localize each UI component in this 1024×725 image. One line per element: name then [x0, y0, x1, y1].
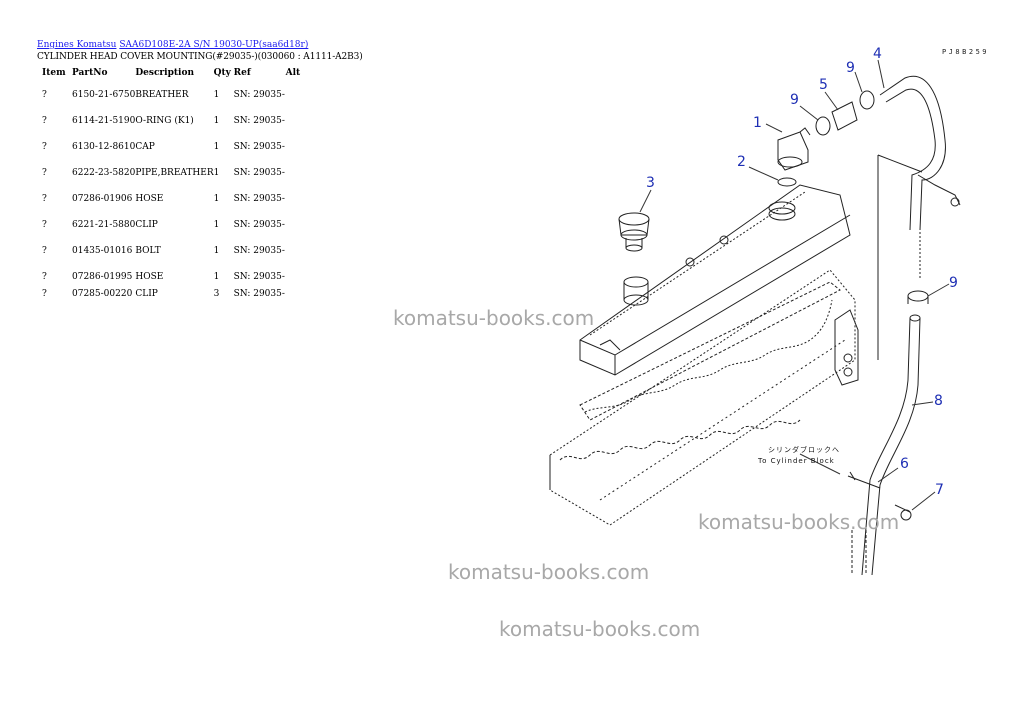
cell-description: CAP — [135, 142, 155, 152]
callout-5: 5 — [819, 77, 828, 93]
col-header-ref: Ref — [233, 68, 251, 78]
table-header-row: Item PartNo Description Qty Ref Alt — [37, 64, 316, 82]
cell-ref: SN: 29035- — [233, 289, 285, 299]
callout-9-upper-left: 9 — [790, 92, 799, 108]
cell-partno: 6150-21-6750 — [72, 90, 136, 100]
cell-ref: SN: 29035- — [233, 194, 285, 204]
callout-9-lower: 9 — [949, 275, 958, 291]
cell-item: ? — [42, 142, 47, 152]
cell-qty: 1 — [213, 90, 220, 100]
callout-4: 4 — [873, 46, 882, 62]
cell-partno: 07285-00220 — [72, 289, 133, 299]
col-header-qty: Qty — [213, 68, 231, 78]
col-header-description: Description — [135, 68, 194, 78]
cell-qty: 1 — [213, 246, 220, 256]
cell-qty: 1 — [213, 220, 220, 230]
cell-ref: SN: 29035- — [233, 90, 285, 100]
table-row: ? 07286-01906 HOSE 1 SN: 29035- — [37, 186, 316, 212]
callout-6: 6 — [900, 456, 909, 472]
watermark: komatsu-books.com — [499, 617, 701, 641]
cell-qty: 1 — [213, 272, 220, 282]
cell-description: CLIP — [135, 220, 158, 230]
cell-qty: 3 — [213, 289, 220, 299]
cell-description: HOSE — [135, 272, 164, 282]
cell-item: ? — [42, 116, 47, 126]
callout-9-upper-right: 9 — [846, 60, 855, 76]
cell-partno: 6222-23-5820 — [72, 168, 136, 178]
cylinder-head-shape — [549, 269, 856, 526]
cell-item: ? — [42, 220, 47, 230]
note-en: To Cylinder Block — [757, 457, 835, 465]
cell-item: ? — [42, 168, 47, 178]
cell-item: ? — [42, 246, 47, 256]
callout-1: 1 — [753, 115, 762, 131]
callout-7: 7 — [935, 482, 944, 498]
table-row: ? 01435-01016 BOLT 1 SN: 29035- — [37, 238, 316, 264]
cell-description: PIPE,BREATHER — [135, 168, 214, 178]
cell-qty: 1 — [213, 194, 220, 204]
callout-2: 2 — [737, 154, 746, 170]
table-row: ? 6221-21-5880 CLIP 1 SN: 29035- — [37, 212, 316, 238]
breadcrumb-link-model[interactable]: SAA6D108E-2A S/N 19030-UP(saa6d18r) — [119, 40, 309, 50]
cell-partno: 07286-01995 — [72, 272, 133, 282]
cell-partno: 6130-12-8610 — [72, 142, 136, 152]
col-header-item: Item — [42, 68, 66, 78]
note-jp: シリンダブロックへ — [768, 445, 840, 454]
cell-partno: 07286-01906 — [72, 194, 133, 204]
diagram-code: PJ8B259 — [942, 48, 990, 56]
parts-table: Item PartNo Description Qty Ref Alt ? 61… — [37, 64, 316, 307]
watermark: komatsu-books.com — [698, 510, 900, 534]
cell-item: ? — [42, 289, 47, 299]
cell-ref: SN: 29035- — [233, 246, 285, 256]
watermark: komatsu-books.com — [393, 306, 595, 330]
cell-qty: 1 — [213, 142, 220, 152]
cap-shape — [618, 212, 650, 252]
filler-neck-shape — [623, 276, 649, 306]
cell-description: HOSE — [135, 194, 164, 204]
cell-ref: SN: 29035- — [233, 142, 285, 152]
table-row: ? 07286-01995 HOSE 1 SN: 29035- — [37, 264, 316, 285]
cell-item: ? — [42, 272, 47, 282]
cell-ref: SN: 29035- — [233, 116, 285, 126]
breadcrumb: Engines Komatsu SAA6D108E-2A S/N 19030-U… — [37, 40, 308, 50]
cell-qty: 1 — [213, 168, 220, 178]
page-title: CYLINDER HEAD COVER MOUNTING(#29035-)(03… — [37, 52, 363, 62]
table-row: ? 6150-21-6750 BREATHER 1 SN: 29035- — [37, 82, 316, 108]
cell-partno: 6221-21-5880 — [72, 220, 136, 230]
watermark: komatsu-books.com — [448, 560, 650, 584]
callout-3: 3 — [646, 175, 655, 191]
cell-description: BREATHER — [135, 90, 189, 100]
cell-partno: 01435-01016 — [72, 246, 133, 256]
table-row: ? 6114-21-5190 O-RING (K1) 1 SN: 29035- — [37, 108, 316, 134]
callout-8: 8 — [934, 393, 943, 409]
cell-ref: SN: 29035- — [233, 272, 285, 282]
breadcrumb-link-engines[interactable]: Engines Komatsu — [37, 40, 117, 50]
cell-ref: SN: 29035- — [233, 168, 285, 178]
col-header-alt: Alt — [285, 68, 301, 78]
cell-description: O-RING (K1) — [135, 116, 194, 126]
col-header-partno: PartNo — [72, 68, 108, 78]
cell-ref: SN: 29035- — [233, 220, 285, 230]
gasket-shape — [579, 281, 841, 421]
cell-partno: 6114-21-5190 — [72, 116, 136, 126]
head-cover-shape — [579, 184, 851, 376]
cell-item: ? — [42, 194, 47, 204]
breather-shape — [777, 127, 811, 171]
cell-qty: 1 — [213, 116, 220, 126]
table-row: ? 07285-00220 CLIP 3 SN: 29035- — [37, 285, 316, 307]
cell-item: ? — [42, 90, 47, 100]
cell-description: BOLT — [135, 246, 161, 256]
cell-description: CLIP — [135, 289, 158, 299]
table-row: ? 6222-23-5820 PIPE,BREATHER 1 SN: 29035… — [37, 160, 316, 186]
table-row: ? 6130-12-8610 CAP 1 SN: 29035- — [37, 134, 316, 160]
